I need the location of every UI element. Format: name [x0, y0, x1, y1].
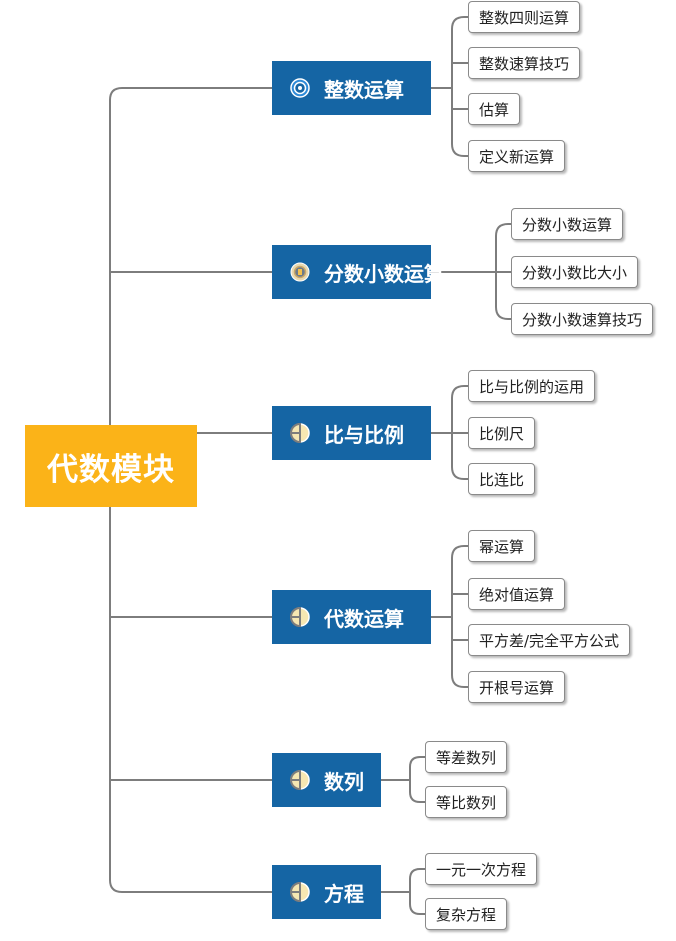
branch-node-integer-operations[interactable]: 整数运算 — [272, 61, 431, 115]
trunk-line — [109, 87, 272, 425]
root-node[interactable]: 代数模块 — [25, 425, 197, 507]
branch-node-ratio-proportion[interactable]: 比与比例 — [272, 406, 431, 460]
leaf-node[interactable]: 幂运算 — [468, 530, 536, 562]
branch-label: 代数运算 — [324, 606, 404, 631]
leaf-connector — [451, 545, 468, 688]
emblem-icon — [290, 262, 310, 282]
leaf-node[interactable]: 比连比 — [468, 463, 536, 495]
leaf-node[interactable]: 等比数列 — [425, 786, 508, 818]
leaf-connector — [409, 868, 425, 915]
leaf-node[interactable]: 估算 — [468, 93, 521, 125]
leaf-node[interactable]: 平方差/完全平方公式 — [468, 624, 631, 656]
trunk-line — [109, 507, 272, 893]
leaf-node[interactable]: 开根号运算 — [468, 671, 566, 703]
leaf-node[interactable]: 比与比例的运用 — [468, 370, 596, 402]
target-icon — [290, 78, 310, 98]
leaf-node[interactable]: 一元一次方程 — [425, 853, 538, 885]
leaf-node[interactable]: 绝对值运算 — [468, 578, 566, 610]
leaf-node[interactable]: 比例尺 — [468, 417, 536, 449]
pie-chart-icon — [289, 881, 310, 903]
leaf-node[interactable]: 整数四则运算 — [468, 1, 581, 33]
branch-label: 方程 — [324, 881, 364, 906]
leaf-node[interactable]: 整数速算技巧 — [468, 47, 581, 79]
branch-node-algebraic-operations[interactable]: 代数运算 — [272, 590, 431, 644]
branch-label: 比与比例 — [324, 422, 404, 447]
leaf-node[interactable]: 分数小数运算 — [511, 208, 624, 240]
branch-label: 分数小数运算 — [324, 261, 444, 286]
leaf-node[interactable]: 复杂方程 — [425, 898, 508, 930]
pie-chart-icon — [289, 422, 310, 444]
pie-chart-icon — [289, 769, 310, 791]
branch-node-equations[interactable]: 方程 — [272, 865, 381, 919]
branch-node-sequences[interactable]: 数列 — [272, 753, 381, 807]
leaf-node[interactable]: 分数小数速算技巧 — [511, 303, 654, 335]
leaf-connector — [409, 756, 425, 803]
branch-label: 整数运算 — [324, 77, 404, 102]
branch-node-fraction-decimal[interactable]: 分数小数运算 — [272, 245, 444, 299]
pie-chart-icon — [289, 606, 310, 628]
branch-label: 数列 — [324, 769, 364, 794]
leaf-connector — [451, 16, 468, 157]
leaf-node[interactable]: 等差数列 — [425, 741, 508, 773]
leaf-node[interactable]: 定义新运算 — [468, 140, 566, 172]
leaf-node[interactable]: 分数小数比大小 — [511, 256, 639, 288]
